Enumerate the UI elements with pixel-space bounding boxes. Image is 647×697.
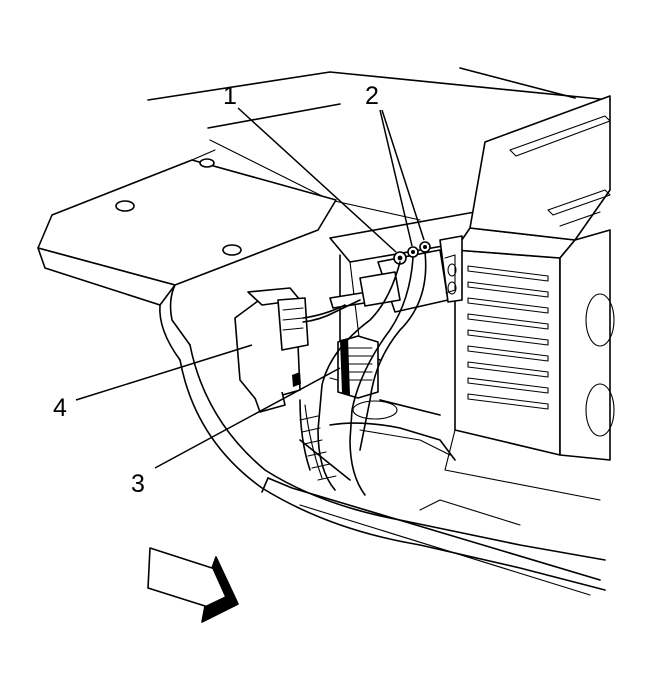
wire-harness	[299, 251, 427, 496]
harness-bracket	[329, 271, 401, 309]
switch-module	[234, 287, 309, 413]
wiring-connector	[337, 335, 379, 399]
body-panel	[147, 67, 611, 221]
leader-2a	[379, 109, 413, 247]
callout-2: 2	[365, 82, 379, 110]
direction-arrow-icon	[147, 547, 239, 623]
harness-conduit	[299, 415, 337, 481]
top-shelf	[37, 149, 337, 361]
upper-console	[469, 95, 611, 241]
vent-slots	[467, 265, 549, 410]
fender-sill	[179, 344, 606, 596]
leader-3	[154, 367, 341, 469]
vent-box	[444, 227, 615, 501]
callout-1: 1	[223, 82, 237, 110]
leader-lines	[75, 107, 425, 469]
leader-2b	[381, 109, 425, 241]
leader-1	[237, 107, 397, 253]
callout-4: 4	[53, 394, 67, 422]
leader-4	[75, 344, 253, 401]
callout-3: 3	[131, 470, 145, 498]
